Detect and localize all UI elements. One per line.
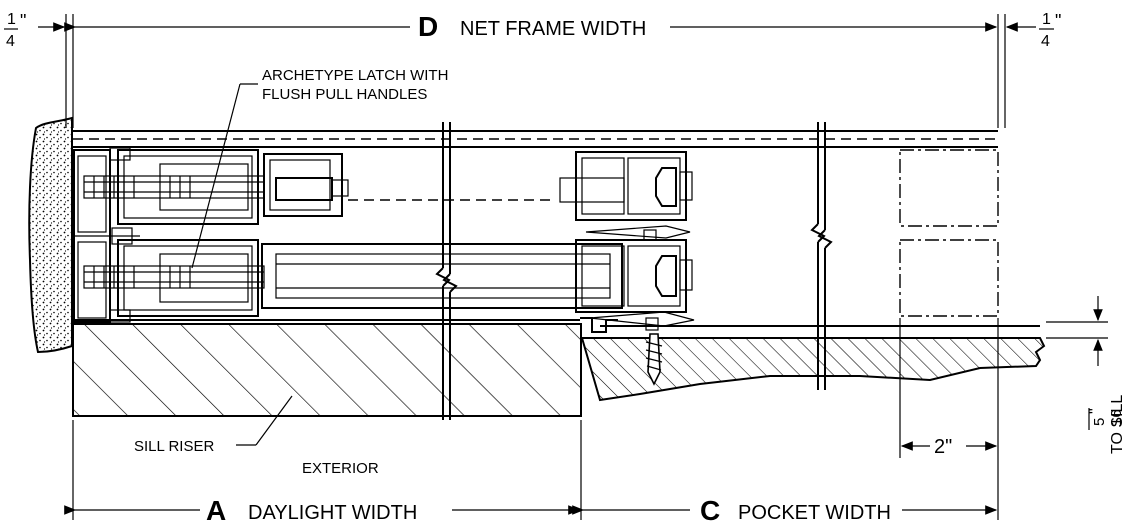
sill-riser <box>72 323 582 417</box>
dim-a-letter: A <box>206 495 226 525</box>
sill-offset-den: 16 <box>1108 409 1125 426</box>
upper-panel-meeting-rail <box>263 153 556 217</box>
frame-head <box>73 130 998 148</box>
guide-clips <box>585 225 695 331</box>
left-gap-den: 4 <box>6 33 15 50</box>
dim-d-text: NET FRAME WIDTH <box>460 18 646 40</box>
right-gap-num: 1 <box>1042 11 1051 28</box>
pocket-blocking <box>899 149 999 317</box>
sill-screw <box>647 333 661 386</box>
wall-jamb <box>28 116 73 354</box>
upper-panel-latch-stile <box>83 149 265 225</box>
bottom-dimensions: A DAYLIGHT WIDTH C POCKET WIDTH <box>64 420 999 525</box>
latch-callout: ARCHETYPE LATCH WITH FLUSH PULL HANDLES <box>191 67 448 269</box>
two-inch-dimension: 2" <box>899 318 999 458</box>
sill-offset-num: 5 <box>1091 418 1108 426</box>
subfloor <box>580 337 1046 402</box>
left-gap-inch: " <box>20 11 26 31</box>
dim-c-letter: C <box>700 495 720 525</box>
left-gap-num: 1 <box>7 11 16 28</box>
two-inch-label: 2" <box>934 436 952 458</box>
upper-panel-pocket-stile <box>559 151 693 221</box>
dim-d-letter: D <box>418 11 438 42</box>
sill-offset-dimension: TO SILL 5 16 " <box>1046 296 1126 454</box>
latch-label-line1: ARCHETYPE LATCH WITH <box>262 67 448 84</box>
sill-offset-inch: " <box>1087 408 1104 414</box>
dim-a-text: DAYLIGHT WIDTH <box>248 502 417 524</box>
sill-offset-label: TO SILL <box>1109 395 1126 454</box>
sill-riser-callout: SILL RISER <box>134 395 293 455</box>
right-gap-den: 4 <box>1041 33 1050 50</box>
sill-riser-label: SILL RISER <box>134 438 214 455</box>
dim-c-text: POCKET WIDTH <box>738 502 891 524</box>
right-gap-inch: " <box>1055 11 1061 31</box>
lower-panel-latch-stile <box>83 239 265 317</box>
jamb-extrusion <box>73 147 140 323</box>
exterior-label: EXTERIOR <box>302 460 379 477</box>
top-dimension: D NET FRAME WIDTH 1 4 " 1 4 " <box>4 11 1061 128</box>
lower-panel-pocket-stile <box>575 239 693 313</box>
latch-label-line2: FLUSH PULL HANDLES <box>262 86 427 103</box>
sill-screw-threads <box>645 341 663 371</box>
